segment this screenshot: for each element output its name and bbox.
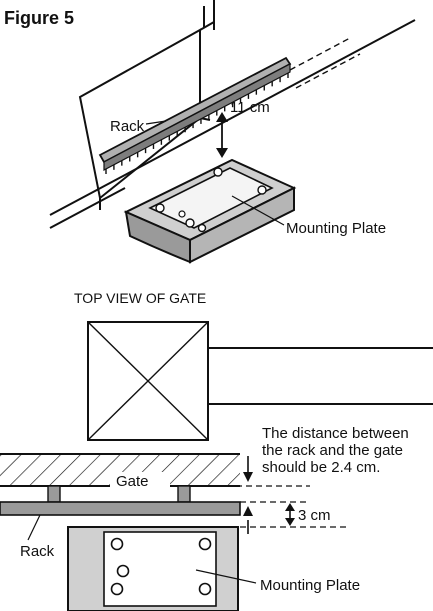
gate-hatched: Gate	[0, 453, 240, 490]
perspective-view: 11 cm Rack Mounting Plate	[49, 0, 416, 264]
rack-bar	[98, 56, 292, 174]
mounting-plate-perspective	[123, 158, 297, 264]
distance-note-line-3: should be 2.4 cm.	[262, 459, 380, 476]
rail-dashed-1	[289, 37, 351, 71]
distance-note-line-2: the rack and the gate	[262, 442, 403, 459]
rack-bar-top	[0, 501, 241, 516]
rack-label-upper: Rack	[110, 118, 145, 135]
figure-title: Figure 5	[4, 8, 74, 28]
gap-label: 3 cm	[298, 507, 331, 524]
rack-bracket-right	[177, 485, 191, 503]
mounting-plate-label-upper: Mounting Plate	[286, 220, 386, 237]
ground-line-1	[49, 19, 416, 216]
rack-label-lower: Rack	[20, 543, 55, 560]
height-label: 11 cm	[230, 99, 270, 116]
rack-bracket-left	[47, 485, 61, 503]
mounting-plate-label-lower: Mounting Plate	[260, 577, 360, 594]
mounting-plate-top	[67, 526, 239, 611]
distance-note-line-1: The distance between	[262, 425, 409, 442]
top-view-title: TOP VIEW OF GATE	[74, 290, 206, 306]
top-view: Gate Rack The distance between the rack …	[0, 321, 433, 611]
gate-label: Gate	[116, 473, 149, 490]
rail-dashed-2	[295, 53, 361, 89]
ground-line-2	[49, 187, 126, 229]
